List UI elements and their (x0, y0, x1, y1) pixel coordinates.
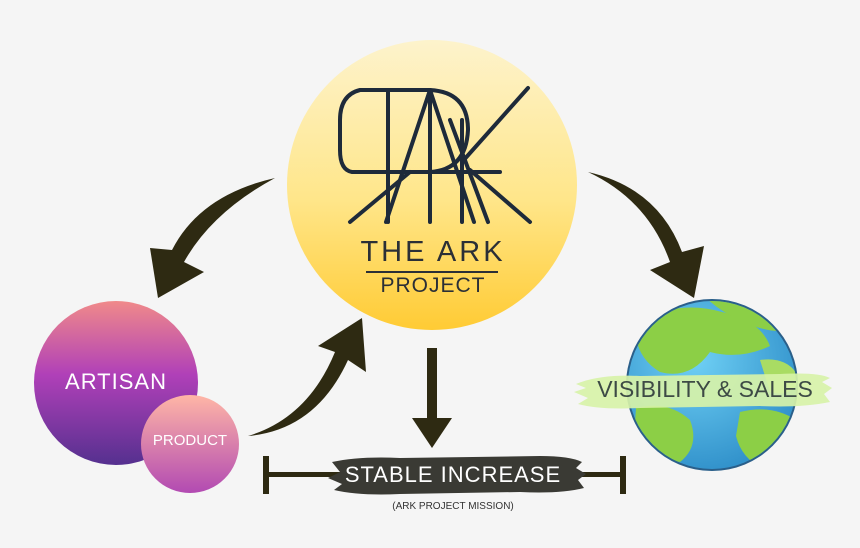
arrow-product-to-sun (248, 318, 366, 436)
arrow-to-globe (588, 172, 704, 298)
mission-caption: (ARK PROJECT MISSION) (330, 501, 576, 512)
ark-subtitle: PROJECT (330, 274, 536, 298)
arrow-down-to-stable (412, 348, 452, 448)
visibility-sales-label: VISIBILITY & SALES (583, 376, 827, 403)
ark-title: THE ARK (330, 236, 536, 269)
stable-increase-label: STABLE INCREASE (340, 462, 566, 488)
ark-title-divider (366, 271, 498, 273)
artisan-label: ARTISAN (36, 369, 196, 395)
arrow-to-artisan (150, 178, 275, 298)
product-label: PRODUCT (142, 432, 238, 449)
